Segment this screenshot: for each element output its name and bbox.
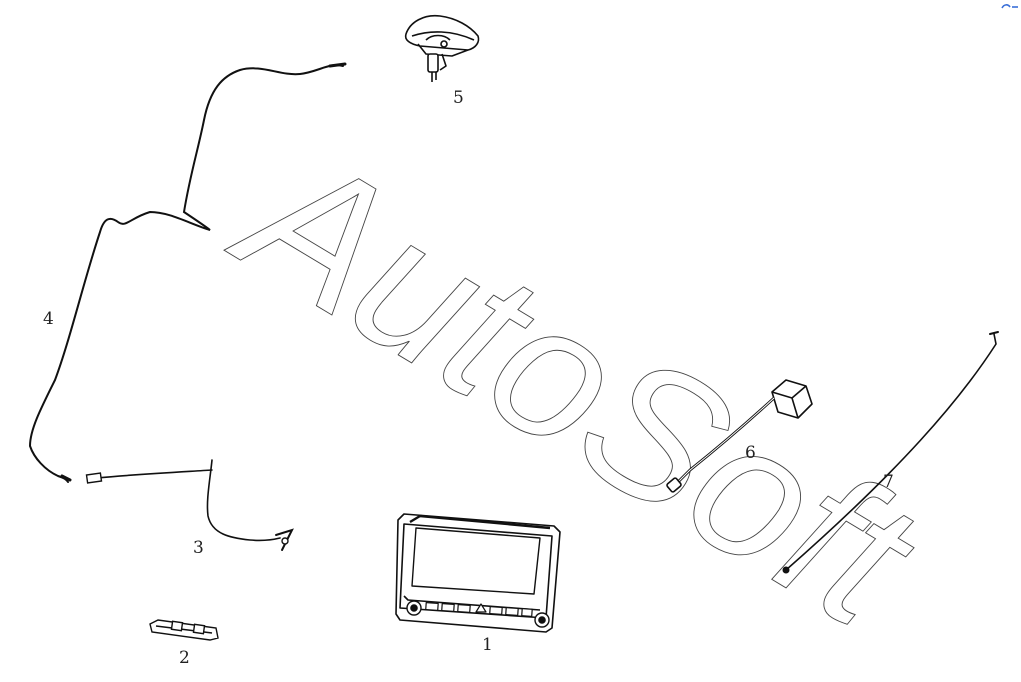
callout-7: 7 (883, 472, 894, 492)
part-5-roof-antenna (404, 14, 480, 82)
part-6-antenna-module (666, 379, 813, 493)
callout-1: 1 (482, 635, 493, 655)
callout-6: 6 (745, 443, 756, 463)
part-2-connector-block (149, 619, 219, 641)
callout-3: 3 (193, 538, 204, 558)
part-4-antenna-cable (28, 62, 347, 483)
watermark-text: AutoSoft (202, 103, 951, 669)
corner-mark-icon (1001, 4, 1018, 9)
head-unit-buttons (425, 601, 533, 617)
callout-5: 5 (453, 88, 464, 108)
part-7-rod-antenna (782, 331, 999, 574)
part-1-head-unit (395, 513, 561, 633)
callout-2: 2 (179, 648, 190, 668)
callout-4: 4 (43, 309, 54, 329)
part-3-cable (85, 459, 294, 551)
